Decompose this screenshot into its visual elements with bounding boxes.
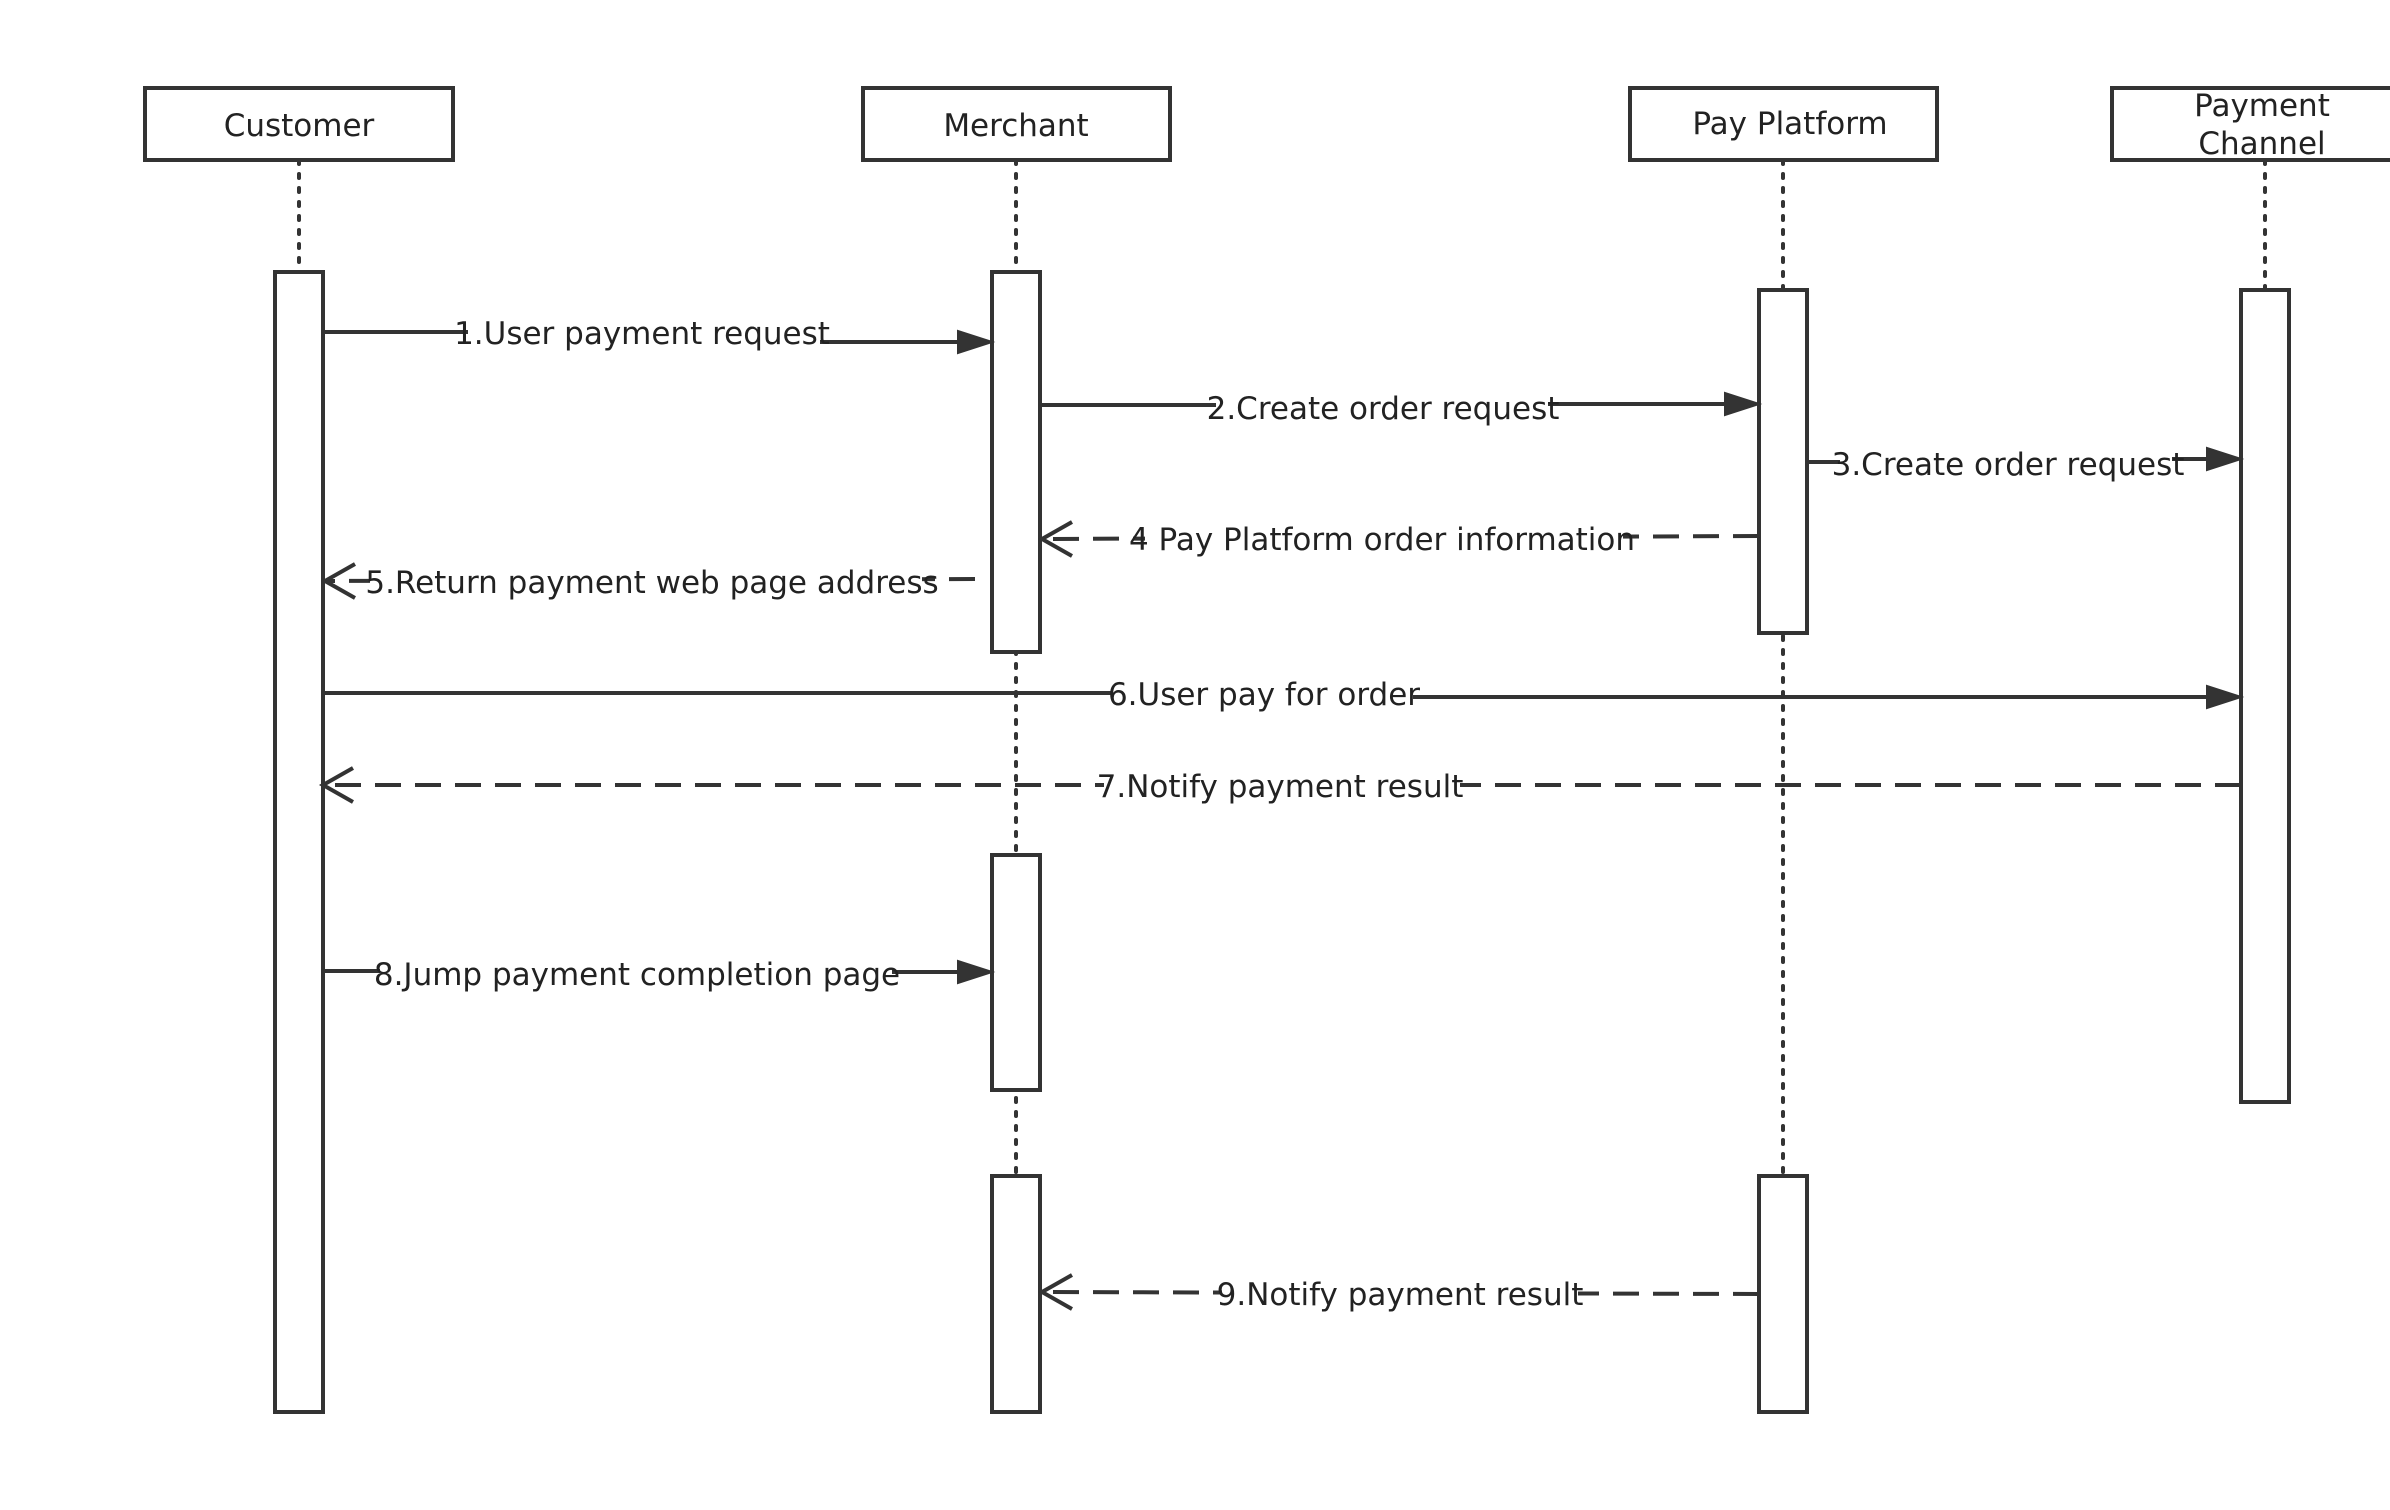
message-8: 8.Jump payment completion page [323, 953, 996, 993]
activation-pay-platform-2 [1757, 1174, 1809, 1414]
activation-customer [273, 270, 325, 1414]
message-2-label: 2.Create order request [1207, 391, 1560, 427]
message-8-arrowhead [957, 959, 996, 985]
message-9-label: 9.Notify payment result [1217, 1277, 1584, 1313]
message-3-label: 3.Create order request [1832, 447, 2185, 483]
participant-label-payment-channel-line-1: Payment [2194, 88, 2330, 124]
message-7-arrowhead [318, 766, 354, 804]
message-9: 9.Notify payment result [1037, 1273, 1760, 1314]
activation-merchant-3 [990, 1174, 1042, 1414]
participants: Customer Merchant Pay Platform Payment C… [143, 86, 2390, 162]
message-1-label: 1.User payment request [454, 316, 830, 352]
message-1-arrowhead [957, 329, 996, 355]
message-7-label: 7.Notify payment result [1097, 769, 1464, 805]
message-5-label: 5.Return payment web page address [365, 565, 938, 601]
message-4-label: 4 Pay Platform order information [1129, 522, 1635, 558]
message-4-arrowhead [1037, 520, 1073, 558]
participant-merchant: Merchant [861, 86, 1172, 162]
participant-customer: Customer [143, 86, 455, 162]
participant-label-merchant: Merchant [943, 108, 1088, 144]
message-3-arrowhead [2206, 446, 2245, 472]
participant-payment-channel: Payment Channel [2110, 86, 2390, 162]
messages: 1.User payment request 2.Create order re… [318, 310, 2245, 1314]
participant-label-pay-platform: Pay Platform [1692, 106, 1887, 142]
message-5-arrowhead [320, 562, 356, 600]
message-6-arrowhead [2206, 684, 2245, 710]
participant-label-payment-channel-line-2: Channel [2198, 126, 2325, 162]
activation-payment-channel [2239, 288, 2291, 1104]
message-5: 5.Return payment web page address [320, 562, 976, 602]
message-6-label: 6.User pay for order [1108, 677, 1420, 713]
message-4: 4 Pay Platform order information [1037, 520, 1760, 560]
activation-merchant-1 [990, 270, 1042, 654]
activation-merchant-2 [990, 853, 1042, 1092]
message-6: 6.User pay for order [323, 674, 2245, 714]
message-1: 1.User payment request [323, 310, 996, 355]
activation-pay-platform-1 [1757, 288, 1809, 635]
participant-label-customer: Customer [224, 108, 375, 144]
message-2-arrowhead [1724, 391, 1763, 417]
message-7: 7.Notify payment result [318, 766, 2241, 806]
message-2: 2.Create order request [1040, 387, 1763, 427]
participant-pay-platform: Pay Platform [1628, 86, 1939, 162]
message-9-arrowhead [1037, 1273, 1073, 1311]
message-3: 3.Create order request [1807, 442, 2245, 483]
message-8-label: 8.Jump payment completion page [374, 957, 900, 993]
